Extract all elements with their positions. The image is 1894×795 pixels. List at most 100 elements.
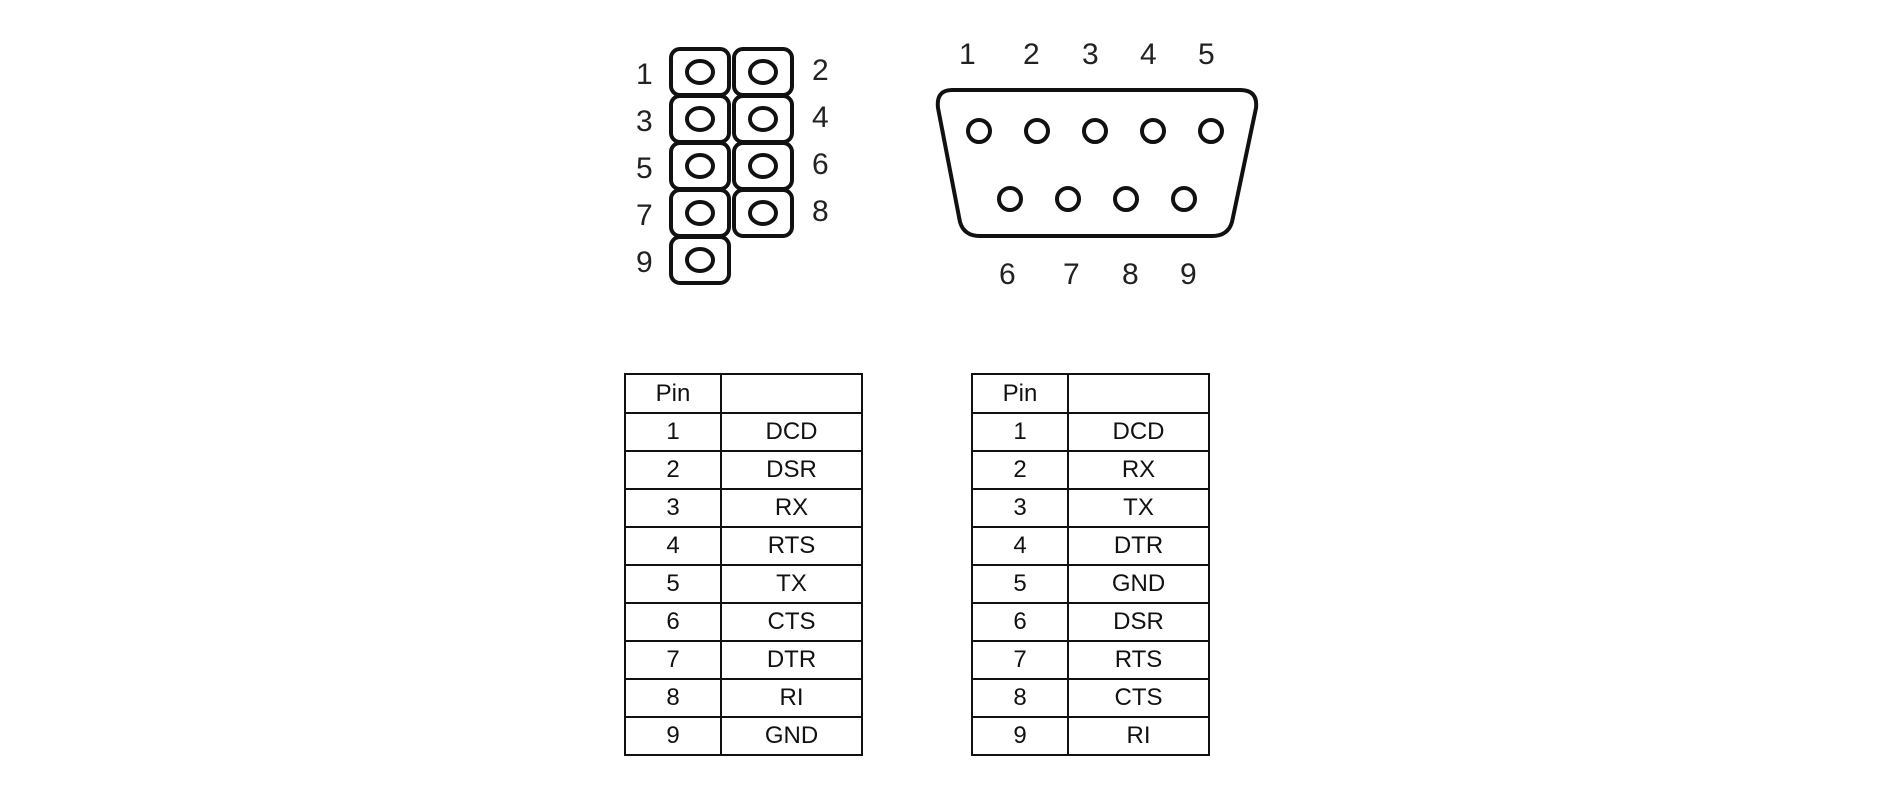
table-row: 4 DTR (971, 526, 1210, 566)
column-header-pin: Pin (624, 373, 722, 414)
db9-hole-7 (1055, 186, 1081, 212)
pin-number-cell: 7 (971, 640, 1069, 680)
db9-connector: 1 2 3 4 5 6 7 8 9 (935, 38, 1259, 291)
table-row: 3 TX (971, 488, 1210, 528)
db9-hole-5 (1198, 118, 1224, 144)
header-label-2: 2 (812, 54, 829, 87)
db9-shell-outline (935, 88, 1259, 238)
signal-cell: CTS (1067, 678, 1210, 718)
table-header-row: Pin (624, 373, 863, 414)
db9-hole-3 (1082, 118, 1108, 144)
header-pin-6 (732, 141, 794, 191)
table-row: 2 RX (971, 450, 1210, 490)
signal-cell: DCD (1067, 412, 1210, 452)
db9-label-8: 8 (1122, 258, 1139, 291)
pin-number-cell: 8 (971, 678, 1069, 718)
table-row: 5 TX (624, 564, 863, 604)
pin-number-cell: 1 (971, 412, 1069, 452)
connector-diagrams: 1 3 5 7 9 2 4 6 8 1 2 3 4 5 6 7 8 9 (636, 38, 1259, 291)
db9-label-6: 6 (999, 258, 1016, 291)
header-pin-9 (669, 235, 731, 285)
signal-cell: CTS (720, 602, 863, 642)
db9-label-3: 3 (1082, 38, 1099, 71)
table-row: 8 CTS (971, 678, 1210, 718)
table-row: 7 DTR (624, 640, 863, 680)
table-row: 5 GND (971, 564, 1210, 604)
header-label-4: 4 (812, 101, 829, 134)
pin-number-cell: 5 (971, 564, 1069, 604)
db9-label-7: 7 (1063, 258, 1080, 291)
column-header-pin: Pin (971, 373, 1069, 414)
pin-header-connector: 1 3 5 7 9 2 4 6 8 (636, 47, 829, 285)
column-header-signal (720, 373, 863, 414)
db9-label-2: 2 (1023, 38, 1040, 71)
db9-hole-2 (1024, 118, 1050, 144)
pin-number-cell: 1 (624, 412, 722, 452)
signal-cell: GND (720, 716, 863, 756)
table-row: 1 DCD (624, 412, 863, 452)
header-pin-8 (732, 188, 794, 238)
header-label-8: 8 (812, 195, 829, 228)
header-pin-5 (669, 141, 731, 191)
header-pin-4 (732, 94, 794, 144)
pinout-table-db9: Pin 1 DCD 2 RX 3 TX 4 DTR 5 GND 6 DSR 7 … (971, 373, 1210, 756)
table-row: 4 RTS (624, 526, 863, 566)
table-row: 6 CTS (624, 602, 863, 642)
db9-label-1: 1 (959, 38, 976, 71)
signal-cell: RTS (1067, 640, 1210, 680)
pin-number-cell: 3 (624, 488, 722, 528)
header-pin-1 (669, 47, 731, 97)
header-pin-7 (669, 188, 731, 238)
signal-cell: DCD (720, 412, 863, 452)
db9-hole-8 (1113, 186, 1139, 212)
signal-cell: DSR (720, 450, 863, 490)
column-header-signal (1067, 373, 1210, 414)
pin-number-cell: 7 (624, 640, 722, 680)
db9-hole-9 (1171, 186, 1197, 212)
table-header-row: Pin (971, 373, 1210, 414)
db9-label-9: 9 (1180, 258, 1197, 291)
table-row: 9 RI (971, 716, 1210, 756)
pin-number-cell: 9 (971, 716, 1069, 756)
db9-hole-1 (966, 118, 992, 144)
signal-cell: RTS (720, 526, 863, 566)
table-row: 8 RI (624, 678, 863, 718)
header-label-5: 5 (636, 152, 653, 185)
header-pin-2 (732, 47, 794, 97)
pin-number-cell: 5 (624, 564, 722, 604)
header-label-6: 6 (812, 148, 829, 181)
table-row: 7 RTS (971, 640, 1210, 680)
pin-number-cell: 4 (971, 526, 1069, 566)
header-pin-3 (669, 94, 731, 144)
signal-cell: RI (720, 678, 863, 718)
signal-cell: RX (1067, 450, 1210, 490)
header-label-9: 9 (636, 246, 653, 279)
table-row: 9 GND (624, 716, 863, 756)
pin-number-cell: 3 (971, 488, 1069, 528)
db9-hole-4 (1140, 118, 1166, 144)
pin-number-cell: 8 (624, 678, 722, 718)
pin-number-cell: 6 (624, 602, 722, 642)
table-row: 6 DSR (971, 602, 1210, 642)
signal-cell: TX (1067, 488, 1210, 528)
pinout-table-header: Pin 1 DCD 2 DSR 3 RX 4 RTS 5 TX 6 CTS 7 … (624, 373, 863, 756)
header-label-7: 7 (636, 199, 653, 232)
pin-number-cell: 9 (624, 716, 722, 756)
signal-cell: TX (720, 564, 863, 604)
pin-number-cell: 2 (971, 450, 1069, 490)
header-label-1: 1 (636, 58, 653, 91)
table-row: 3 RX (624, 488, 863, 528)
table-row: 1 DCD (971, 412, 1210, 452)
pin-number-cell: 6 (971, 602, 1069, 642)
pin-number-cell: 2 (624, 450, 722, 490)
signal-cell: RX (720, 488, 863, 528)
signal-cell: DTR (1067, 526, 1210, 566)
signal-cell: DTR (720, 640, 863, 680)
signal-cell: DSR (1067, 602, 1210, 642)
signal-cell: RI (1067, 716, 1210, 756)
db9-label-5: 5 (1198, 38, 1215, 71)
db9-hole-6 (997, 186, 1023, 212)
header-label-3: 3 (636, 105, 653, 138)
pin-number-cell: 4 (624, 526, 722, 566)
table-row: 2 DSR (624, 450, 863, 490)
